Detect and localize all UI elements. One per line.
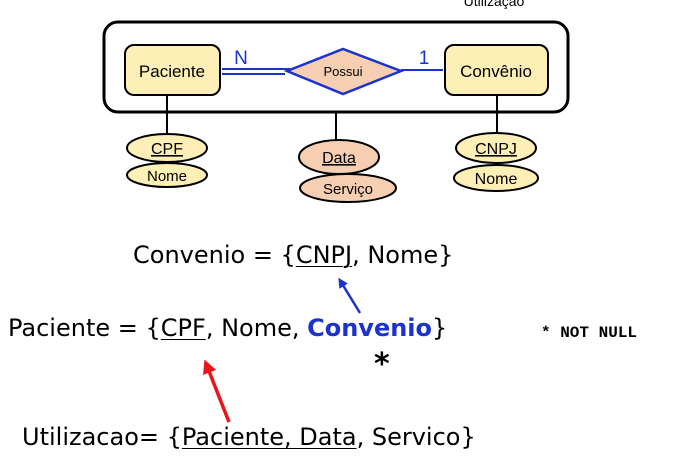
- relation-convenio: Convenio = {CNPJ, Nome}: [133, 243, 453, 267]
- entity-paciente-label: Paciente: [139, 62, 205, 81]
- attr-data: [298, 139, 380, 175]
- relation-paciente-prefix: Paciente = {: [8, 314, 161, 342]
- relation-utilizacao-prefix: Utilizacao= {: [22, 423, 182, 451]
- cardinality-1: 1: [419, 48, 430, 69]
- relationship-possui: [283, 47, 405, 96]
- relation-utilizacao-rest: , Servico}: [356, 423, 476, 451]
- relation-utilizacao: Utilizacao= {Paciente, Data, Servico}: [22, 425, 476, 449]
- relation-convenio-prefix: Convenio = {: [133, 241, 296, 269]
- fk-arrow-paciente: [203, 359, 231, 423]
- relation-convenio-key: CNPJ: [295, 241, 353, 269]
- relationship-possui-label: Possui: [323, 64, 362, 79]
- attr-cnpj: [455, 132, 537, 164]
- relation-paciente: Paciente = {CPF, Nome, Convenio}: [8, 316, 447, 340]
- entity-convenio: [444, 44, 549, 96]
- aggregation-label: Utilização: [464, 0, 525, 9]
- attr-nome-convenio-label: Nome: [475, 171, 518, 188]
- attr-cnpj-label: CNPJ: [475, 141, 517, 158]
- attr-nome-convenio: [453, 164, 539, 192]
- relation-paciente-fk: Convenio: [307, 314, 433, 342]
- cardinality-n: N: [234, 48, 248, 69]
- not-null-marker: *: [374, 347, 390, 382]
- relation-utilizacao-key: Paciente, Data: [181, 423, 357, 451]
- attr-data-label: Data: [322, 150, 356, 167]
- relation-paciente-key: CPF: [160, 314, 206, 342]
- entity-paciente: [124, 44, 221, 96]
- not-null-legend: * NOT NULL: [541, 324, 638, 342]
- attr-servico-label: Serviço: [323, 181, 373, 198]
- attr-cpf: [126, 133, 208, 163]
- relation-paciente-suffix: }: [432, 314, 448, 342]
- relation-convenio-rest: , Nome}: [352, 241, 454, 269]
- relation-paciente-middle: , Nome,: [205, 314, 308, 342]
- fk-arrow-convenio: [338, 277, 362, 314]
- entity-convenio-label: Convênio: [460, 62, 532, 81]
- attr-cpf-label: CPF: [151, 141, 183, 158]
- attr-nome-paciente-label: Nome: [147, 168, 187, 185]
